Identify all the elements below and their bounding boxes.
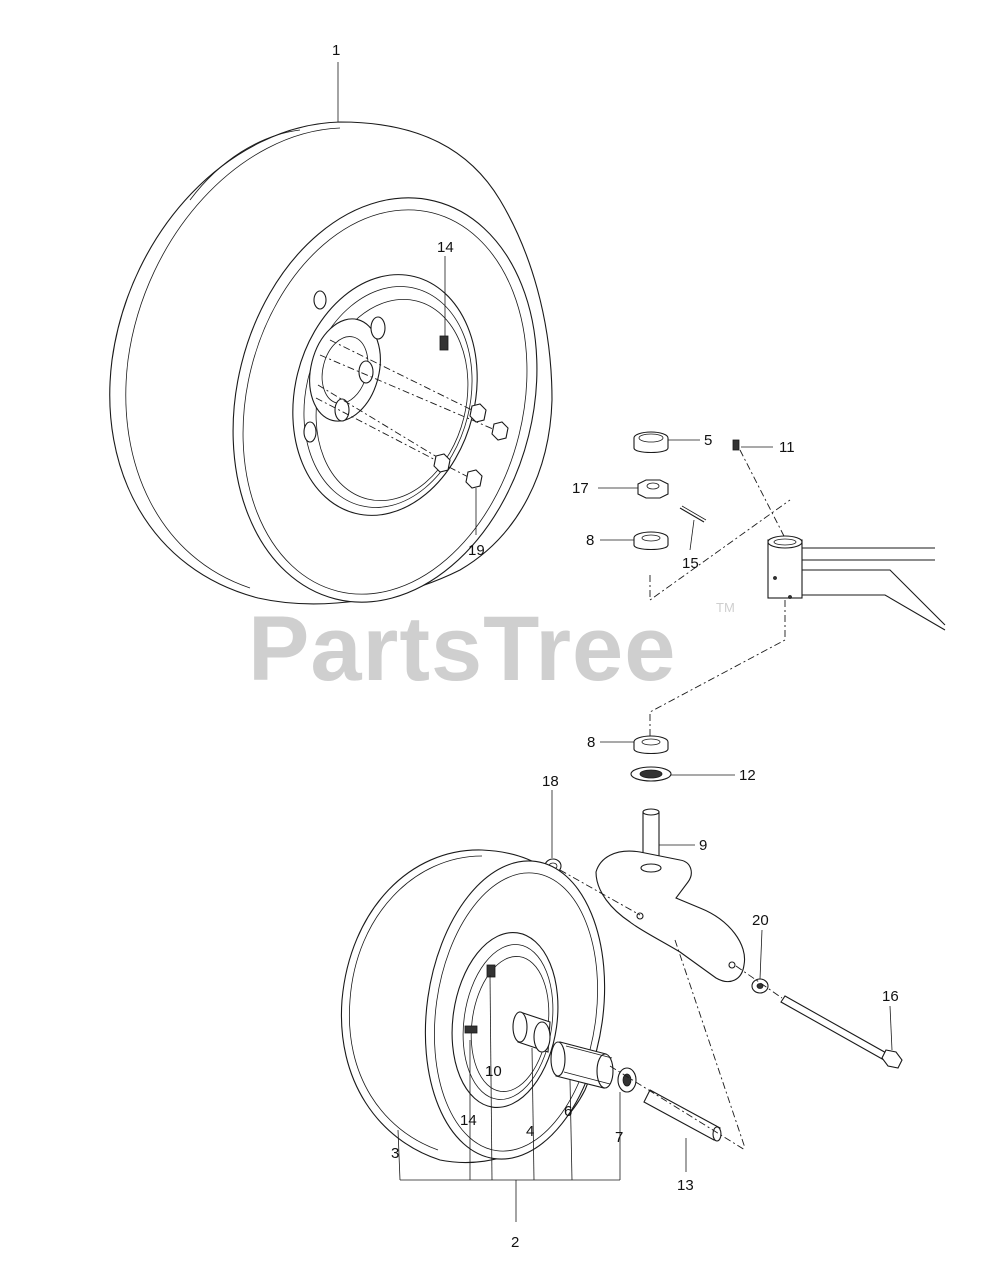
callout-12: 12 [739, 767, 756, 784]
callout-2: 2 [511, 1234, 519, 1251]
lug-nuts [433, 403, 509, 489]
watermark-brand: PartsTree [248, 598, 676, 700]
callout-3: 3 [391, 1145, 399, 1162]
upper-tire-assembly [109, 121, 553, 605]
valve-stem-upper [439, 335, 449, 351]
callout-14-upper: 14 [437, 239, 454, 256]
callout-4: 4 [526, 1123, 534, 1140]
callout-7: 7 [615, 1129, 623, 1146]
watermark-trademark: TM [716, 600, 735, 615]
callout-20: 20 [752, 912, 769, 929]
callout-14-lower: 14 [460, 1112, 477, 1129]
callout-17: 17 [572, 480, 589, 497]
callout-11: 11 [779, 439, 795, 456]
callout-15: 15 [682, 555, 699, 572]
callout-16: 16 [882, 988, 899, 1005]
callout-1: 1 [332, 42, 340, 59]
callout-9: 9 [699, 837, 707, 854]
callout-13: 13 [677, 1177, 694, 1194]
watermark: PartsTree TM [248, 598, 735, 700]
callout-18: 18 [542, 773, 559, 790]
callout-8-upper: 8 [586, 532, 594, 549]
lower-tire-assembly [340, 849, 746, 1164]
callout-6: 6 [564, 1103, 572, 1120]
callout-5: 5 [704, 432, 712, 449]
callout-labels: 1 14 5 11 17 8 19 15 8 12 18 9 20 16 10 … [332, 42, 899, 1251]
callout-8-lower: 8 [587, 734, 595, 751]
callout-10: 10 [485, 1063, 502, 1080]
callout-19: 19 [468, 542, 485, 559]
leader-lines [337, 62, 893, 1222]
caster-hardware [544, 431, 946, 1069]
